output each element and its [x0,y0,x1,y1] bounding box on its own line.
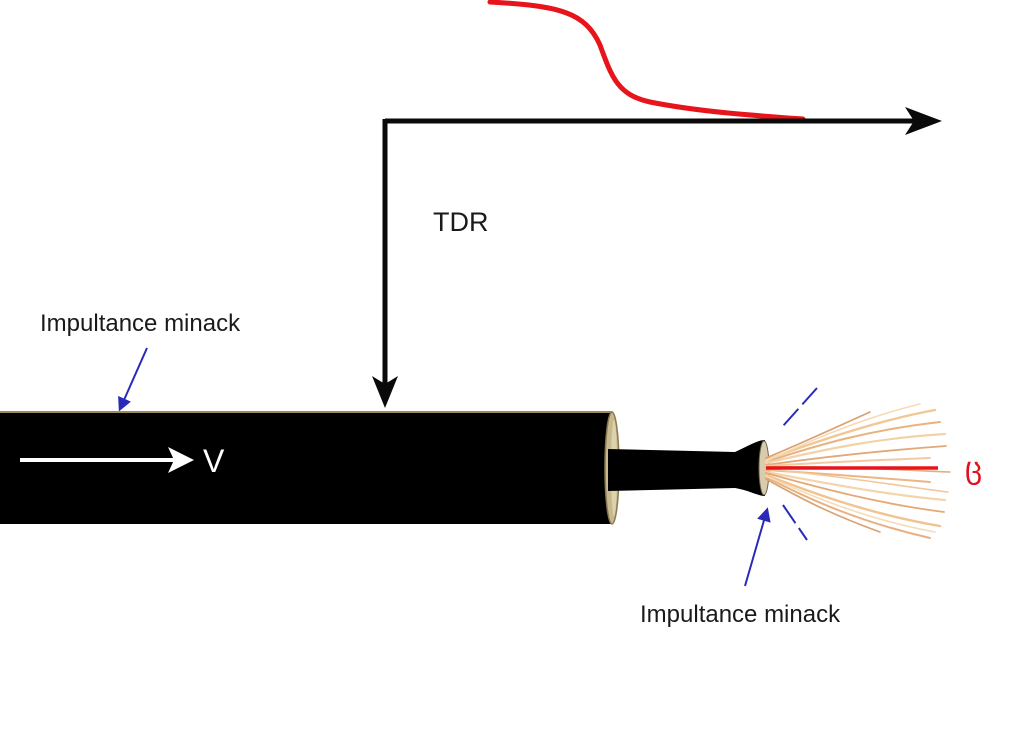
probe-arrowhead [372,376,398,408]
tdr-reflection-trace [487,0,806,122]
blue-tick-upper [782,387,818,427]
impedance-pointer-top [118,347,148,412]
inner-sheath [608,440,765,496]
impedance-label-bottom: Impultance minack [640,601,841,628]
end-symbol: ც [965,451,982,486]
tdr-label: TDR [433,207,489,237]
impedance-pointer-bottom [744,507,771,587]
wire-strands [764,403,951,539]
impedance-label-top: Impultance minack [40,310,241,337]
velocity-arrowhead [168,447,194,473]
blue-tick-lower [782,504,808,541]
time-axis-arrowhead [905,107,942,135]
velocity-label: V [203,443,225,479]
cable-jacket [0,411,612,524]
